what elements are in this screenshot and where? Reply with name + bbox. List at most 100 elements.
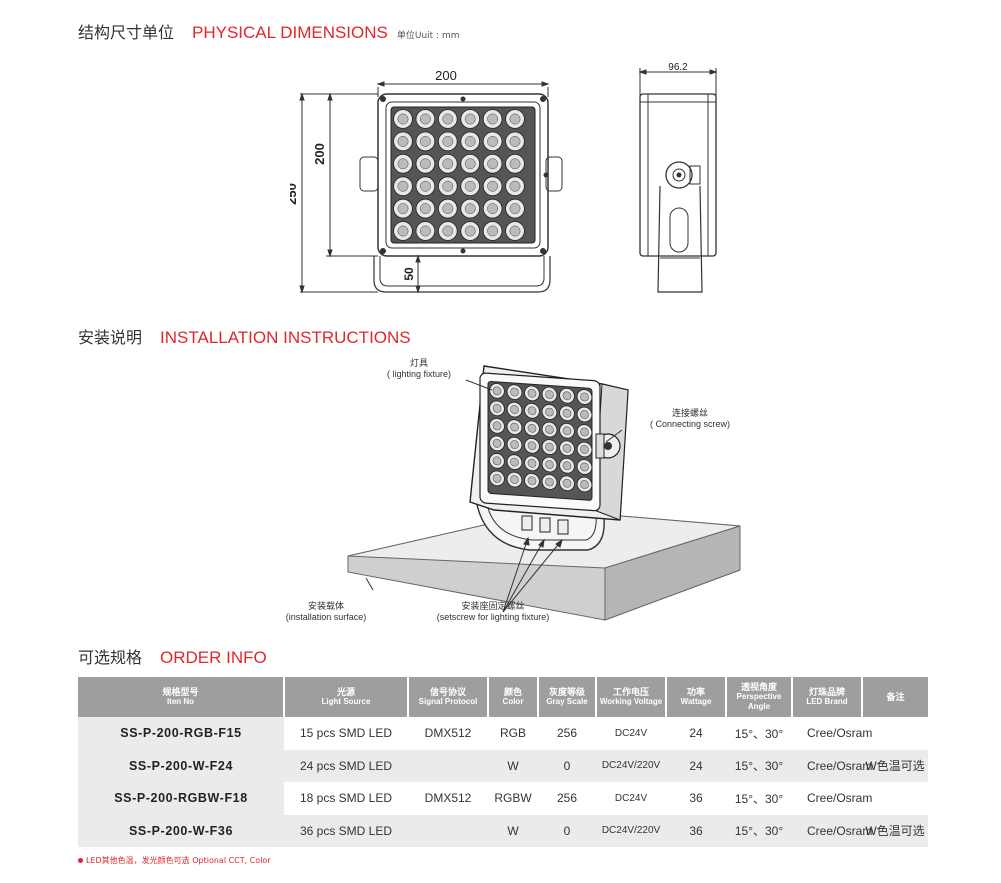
led-lens-inner — [397, 203, 409, 215]
cell-source: 15 pcs SMD LED — [284, 717, 408, 750]
led-lens-inner — [562, 426, 572, 436]
led-lens-inner — [509, 113, 521, 125]
led-lens-inner — [580, 410, 589, 419]
cell-model: SS-P-200-RGB-F15 — [78, 717, 284, 750]
cell-gray: 256 — [538, 717, 596, 750]
led-lens-inner — [492, 421, 502, 431]
label-setscrew-en: (setscrew for lighting fixture) — [437, 612, 550, 622]
section-title-en: PHYSICAL DIMENSIONS — [192, 23, 388, 42]
table-row: SS-P-200-RGBW-F18 18 pcs SMD LED DMX512 … — [78, 782, 928, 815]
cell-source: 36 pcs SMD LED — [284, 814, 408, 847]
led-lens-inner — [509, 225, 521, 237]
cell-watt: 36 — [666, 814, 726, 847]
cell-voltage: DC24V — [596, 782, 666, 815]
cell-note: W色温可选 — [862, 814, 928, 847]
dim-height-total: 250 — [290, 183, 299, 205]
led-lens-inner — [545, 407, 554, 417]
led-lens-inner — [527, 406, 537, 416]
led-lens-inner — [397, 135, 409, 147]
bullet-dot — [78, 858, 83, 863]
dim-width-top: 200 — [435, 68, 457, 83]
cell-protocol: DMX512 — [408, 782, 488, 815]
led-lens-inner — [510, 475, 519, 484]
cell-protocol — [408, 749, 488, 782]
cell-source: 24 pcs SMD LED — [284, 749, 408, 782]
cell-protocol — [408, 814, 488, 847]
footnote: LED其他色温，发光颜色可选 Optional CCT, Color — [78, 855, 271, 866]
led-lens-inner — [487, 225, 499, 237]
led-lens-inner — [510, 422, 519, 432]
led-lens-inner — [442, 225, 454, 237]
label-fixture-en: ( lighting fixture) — [387, 369, 451, 379]
cell-angle: 15°、30° — [726, 749, 792, 782]
led-lens-inner — [419, 203, 431, 215]
dim-depth: 96.2 — [668, 62, 688, 73]
led-lens-inner — [397, 113, 409, 125]
installation-led-grid — [489, 383, 593, 493]
led-lens-inner — [487, 135, 499, 147]
led-lens-inner — [464, 135, 476, 147]
table-row: SS-P-200-W-F36 36 pcs SMD LED W 0 DC24V/… — [78, 814, 928, 847]
section-title-physical: 结构尺寸单位 PHYSICAL DIMENSIONS 单位Uuit : mm — [78, 19, 459, 43]
led-lens-inner — [562, 408, 572, 418]
led-lens-inner — [397, 158, 409, 170]
cell-voltage: DC24V/220V — [596, 749, 666, 782]
cell-protocol: DMX512 — [408, 717, 488, 750]
label-setscrew-cn: 安装座固定螺丝 — [461, 600, 524, 611]
cell-brand: Cree/Osram — [792, 814, 872, 847]
led-lens-inner — [397, 180, 409, 192]
section-title-en: INSTALLATION INSTRUCTIONS — [160, 328, 411, 347]
led-lens-inner — [580, 427, 589, 437]
cell-brand: Cree/Osram — [792, 782, 872, 815]
label-screw-en: ( Connecting screw) — [650, 419, 730, 429]
led-lens-inner — [464, 180, 476, 192]
table-row: SS-P-200-RGB-F15 15 pcs SMD LED DMX512 R… — [78, 717, 928, 750]
led-lens-inner — [545, 477, 554, 487]
installation-diagram: 灯具 ( lighting fixture) 连接螺丝 ( Connecting… — [286, 358, 741, 622]
led-lens-inner — [419, 180, 431, 192]
unit-label: 单位Uuit : mm — [396, 31, 460, 41]
cell-model: SS-P-200-RGBW-F18 — [78, 782, 284, 815]
cell-angle: 15°、30° — [726, 814, 792, 847]
led-lens-inner — [419, 225, 431, 237]
led-lens-inner — [510, 387, 519, 397]
label-fixture-cn: 灯具 — [410, 358, 428, 368]
led-lens-inner — [397, 225, 409, 237]
led-lens-inner — [580, 462, 589, 472]
label-surface-en: (installation surface) — [286, 612, 367, 622]
cell-watt: 36 — [666, 782, 726, 815]
dim-height-inner: 200 — [312, 143, 327, 165]
led-lens-inner — [442, 158, 454, 170]
footnote-text: LED其他色温，发光颜色可选 Optional CCT, Color — [86, 856, 271, 865]
cell-angle: 15°、30° — [726, 717, 792, 750]
led-lens-inner — [527, 476, 537, 486]
led-lens-inner — [442, 180, 454, 192]
cell-color: W — [488, 814, 538, 847]
section-title-order: 可选规格 ORDER INFO — [78, 644, 267, 668]
cell-color: RGBW — [488, 782, 538, 815]
led-lens-inner — [419, 158, 431, 170]
led-lens-inner — [492, 474, 502, 483]
led-lens-inner — [545, 460, 554, 469]
section-title-cn: 可选规格 — [78, 648, 143, 667]
led-lens-inner — [464, 203, 476, 215]
cell-brand: Cree/Osram — [792, 717, 872, 750]
label-screw-cn: 连接螺丝 — [672, 407, 708, 418]
led-lens-inner — [492, 386, 502, 396]
led-lens-inner — [545, 442, 554, 452]
led-lens-inner — [419, 135, 431, 147]
led-lens-inner — [580, 392, 589, 402]
section-title-cn: 安装说明 — [78, 328, 143, 347]
led-lens-inner — [419, 113, 431, 125]
side-view-drawing: 96.2 — [638, 62, 718, 293]
cell-note — [862, 782, 928, 815]
